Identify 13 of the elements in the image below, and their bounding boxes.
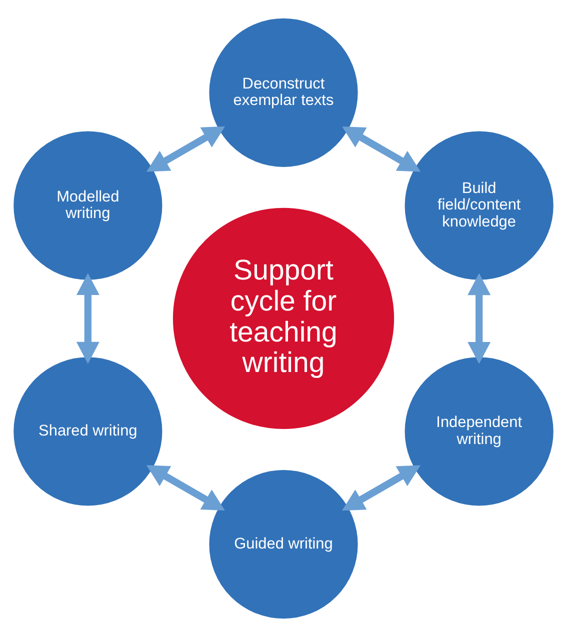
node-circle: Deconstruct exemplar texts	[208, 17, 359, 168]
arrow	[342, 126, 421, 172]
node-circle: Guided writing	[208, 468, 359, 620]
node-circle: Support cycle for teaching writing	[172, 206, 396, 430]
arrow	[146, 126, 225, 172]
arrow	[146, 465, 225, 511]
node-circle: Independent writing	[404, 356, 555, 507]
arrow	[76, 273, 100, 364]
arrow	[342, 465, 421, 511]
node-circle: Build field/content knowledge	[404, 130, 555, 282]
node-circle: Shared writing	[12, 356, 164, 507]
arrow	[468, 273, 491, 364]
node-circle: Modelled writing	[12, 130, 164, 282]
